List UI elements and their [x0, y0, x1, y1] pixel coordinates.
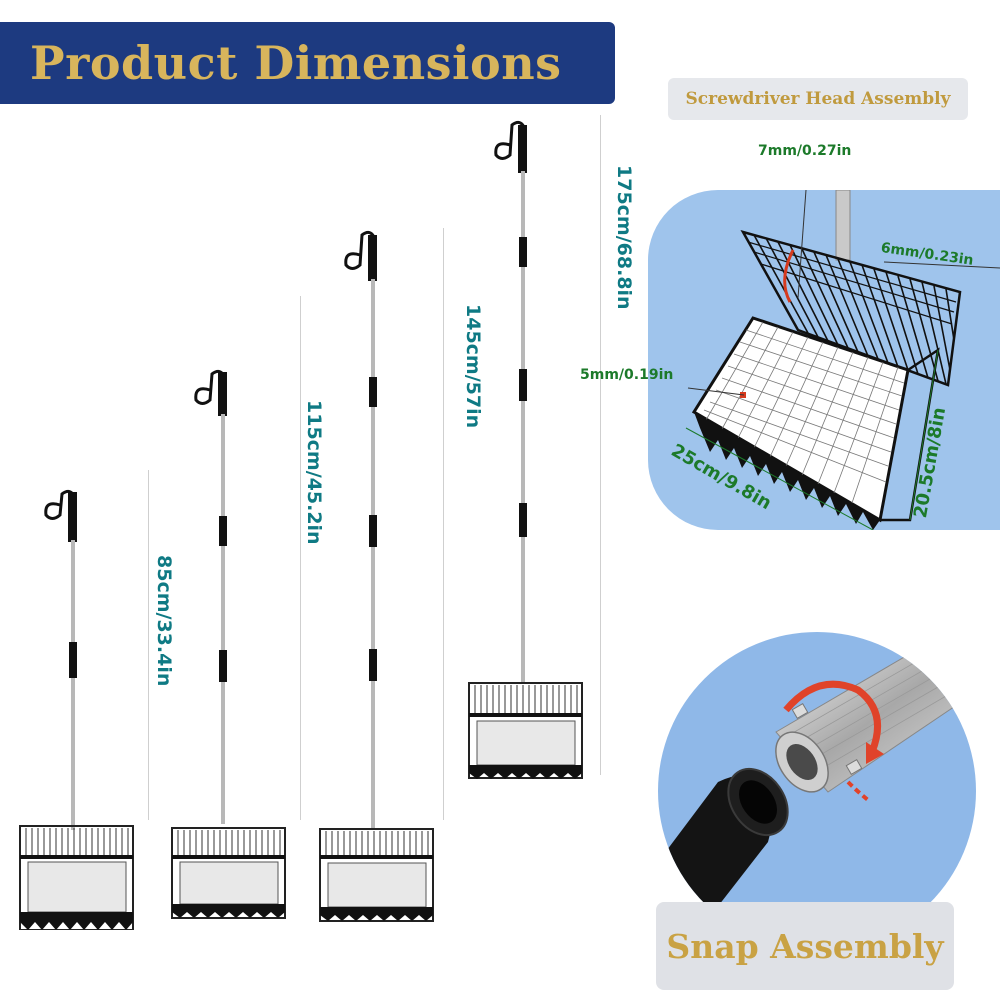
head-assembly-card: Screwdriver Head Assembly: [668, 78, 968, 120]
scoop-tool-115: [171, 369, 286, 919]
snap-assembly-title: Snap Assembly: [666, 926, 944, 966]
scoop-head-illustration: [685, 190, 1000, 530]
title-banner: Product Dimensions: [0, 22, 615, 104]
head-assembly-title: Screwdriver Head Assembly: [685, 89, 951, 109]
dimension-line-85: [148, 470, 149, 820]
top-gap-label: 7mm/0.27in: [758, 143, 852, 159]
dimension-line-175: [600, 115, 601, 775]
scoop-tool-145: [319, 230, 434, 922]
snap-assembly-card: Snap Assembly: [656, 902, 954, 990]
scoop-tool-175: [468, 120, 583, 779]
dimension-line-145: [443, 228, 444, 820]
scoop-tool-85: [19, 489, 134, 930]
mesh-gap-label: 5mm/0.19in: [580, 367, 674, 383]
page-title: Product Dimensions: [30, 36, 562, 90]
dimension-line-115: [300, 296, 301, 820]
head-detail-panel: 6mm/0.23in 25cm/9.8in 20.5cm/8in: [648, 190, 1000, 530]
length-label-175: 175cm/68.8in: [613, 165, 635, 310]
